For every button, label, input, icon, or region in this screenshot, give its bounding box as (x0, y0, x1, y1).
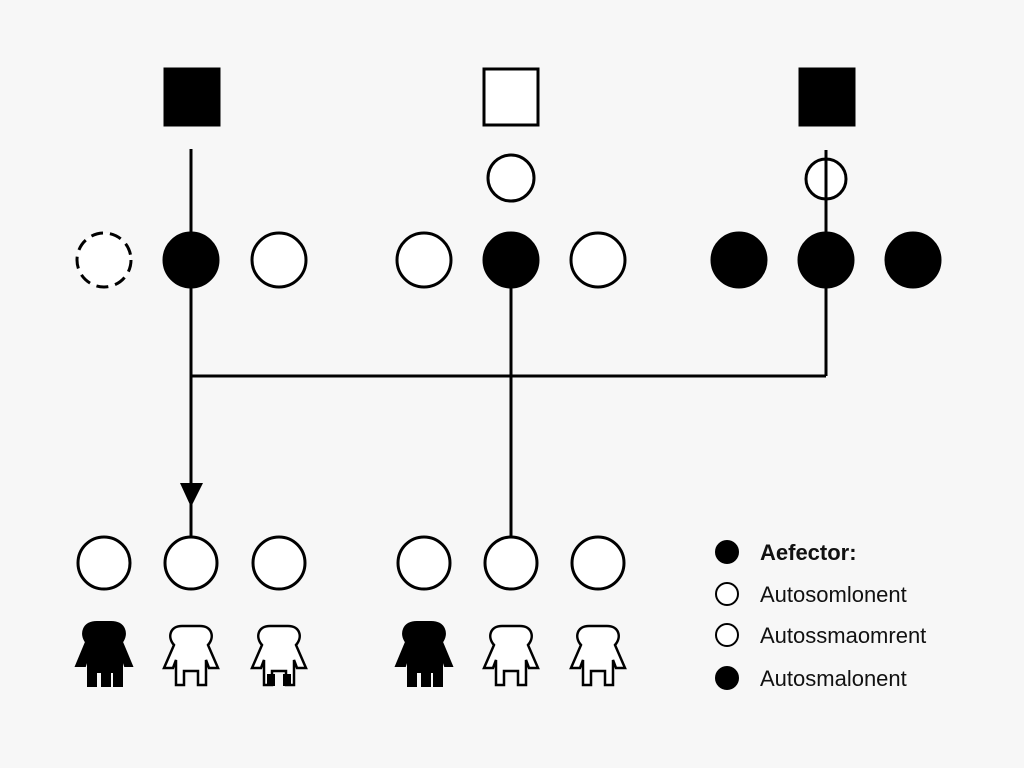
legend: Aefector: Autosomlonent Autossmaomrent A… (715, 540, 926, 691)
legend-label-3: Autossmaomrent (760, 623, 926, 648)
person-figure-6-icon (569, 624, 627, 687)
g2-circle-8 (797, 231, 855, 289)
generation-2 (75, 231, 942, 289)
g2-circle-1 (75, 231, 133, 289)
legend-filled-circle-icon (715, 666, 739, 690)
g3-circle-1 (76, 535, 132, 591)
g2-circle-7 (710, 231, 768, 289)
person-figure-3-icon (250, 624, 308, 687)
legend-item-3: Autossmaomrent (715, 623, 926, 648)
legend-filled-circle-icon (715, 540, 739, 564)
legend-label-4: Autosmalonent (760, 666, 907, 691)
g3-circle-4 (396, 535, 452, 591)
person-figure-1-icon (74, 621, 134, 687)
generation-3 (76, 535, 626, 591)
legend-item-1: Aefector: (715, 540, 857, 565)
downward-arrow-icon (180, 483, 203, 507)
g3-circle-3 (251, 535, 307, 591)
square-left (163, 67, 221, 127)
g2-circle-2 (162, 231, 220, 289)
small-circle-middle (486, 153, 536, 203)
legend-label-1: Aefector: (760, 540, 857, 565)
legend-label-2: Autosomlonent (760, 582, 907, 607)
g2-circle-5 (482, 231, 540, 289)
person-figures (74, 621, 627, 687)
g3-circle-5 (483, 535, 539, 591)
top-generation (163, 67, 856, 203)
person-figure-2-icon (162, 624, 220, 687)
person-figure-5-icon (482, 624, 540, 687)
g2-circle-6 (569, 231, 627, 289)
g2-circle-3 (250, 231, 308, 289)
person-figure-4-icon (394, 621, 454, 687)
g3-circle-6 (570, 535, 626, 591)
legend-open-circle-icon (715, 582, 739, 606)
g3-circle-2 (163, 535, 219, 591)
legend-open-circle-icon (715, 623, 739, 647)
square-middle (482, 67, 540, 127)
figure-3-left-leg (267, 674, 275, 686)
figure-3-right-leg (283, 674, 291, 686)
square-right (798, 67, 856, 127)
g2-circle-9 (884, 231, 942, 289)
g2-circle-4 (395, 231, 453, 289)
legend-item-4: Autosmalonent (715, 666, 907, 691)
legend-item-2: Autosomlonent (715, 582, 907, 607)
